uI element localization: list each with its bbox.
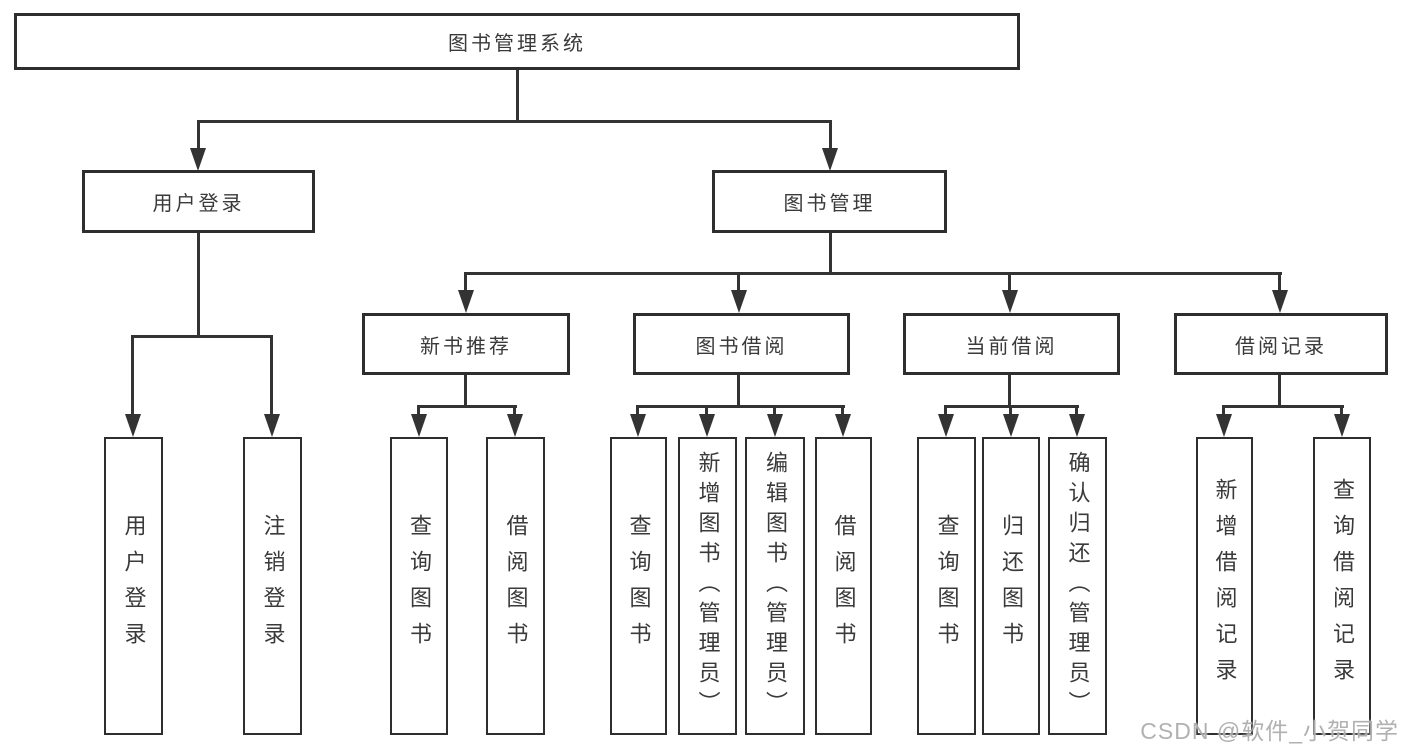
arrowhead-down-icon bbox=[1003, 414, 1019, 437]
arrowhead-down-icon bbox=[125, 414, 141, 437]
arrowhead-down-icon bbox=[699, 414, 715, 437]
node-label: 图书管理 bbox=[783, 193, 876, 215]
leaf-label: 查询图书 bbox=[626, 514, 652, 658]
arrowhead-down-icon bbox=[835, 414, 851, 437]
connector-line bbox=[1222, 405, 1225, 417]
leaf-label: 注销登录 bbox=[260, 514, 286, 658]
leaf-label: 用户登录 bbox=[121, 514, 147, 658]
node-user-login: 用户登录 bbox=[82, 170, 315, 233]
leaf-return-books: 归还图书 bbox=[982, 437, 1040, 735]
leaf-borrow-books-borrowing: 借阅图书 bbox=[815, 437, 872, 735]
connector-line bbox=[1008, 375, 1011, 407]
connector-line bbox=[1340, 405, 1343, 417]
node-label: 图书管理系统 bbox=[448, 33, 586, 55]
arrowhead-down-icon bbox=[1216, 414, 1232, 437]
arrowhead-down-icon bbox=[507, 414, 523, 437]
node-book-management: 图书管理 bbox=[712, 170, 947, 233]
leaf-user-login: 用户登录 bbox=[104, 437, 163, 735]
node-label: 用户登录 bbox=[152, 193, 245, 215]
connector-line bbox=[417, 405, 517, 408]
connector-line bbox=[737, 375, 740, 407]
connector-line bbox=[1008, 272, 1011, 293]
arrowhead-down-icon bbox=[630, 414, 646, 437]
leaf-add-books-admin: 新增图书（管理员） bbox=[678, 437, 737, 735]
leaf-label: 新增借阅记录 bbox=[1212, 478, 1238, 694]
connector-line bbox=[513, 405, 516, 417]
connector-line bbox=[464, 272, 1282, 275]
arrowhead-down-icon bbox=[264, 414, 280, 437]
leaf-logout: 注销登录 bbox=[243, 437, 302, 735]
arrowhead-down-icon bbox=[1069, 414, 1085, 437]
connector-line bbox=[131, 335, 134, 418]
connector-line bbox=[516, 70, 519, 122]
connector-line bbox=[197, 120, 832, 123]
arrowhead-down-icon bbox=[822, 148, 838, 171]
connector-line bbox=[705, 405, 708, 417]
leaf-label: 新增图书（管理员） bbox=[695, 451, 721, 721]
node-root: 图书管理系统 bbox=[14, 13, 1020, 70]
connector-line bbox=[1278, 375, 1281, 407]
arrowhead-down-icon bbox=[1272, 290, 1288, 313]
leaf-label: 借阅图书 bbox=[831, 514, 857, 658]
leaf-confirm-return-admin: 确认归还（管理员） bbox=[1048, 437, 1107, 735]
node-book-borrowing: 图书借阅 bbox=[633, 313, 850, 375]
leaf-borrow-books-recommend: 借阅图书 bbox=[486, 437, 545, 735]
connector-line bbox=[197, 233, 200, 338]
connector-line bbox=[270, 335, 273, 418]
node-current-borrowing: 当前借阅 bbox=[903, 313, 1120, 375]
connector-line bbox=[1009, 405, 1012, 417]
arrowhead-down-icon bbox=[190, 148, 206, 171]
leaf-edit-books-admin: 编辑图书（管理员） bbox=[745, 437, 805, 735]
leaf-label: 归还图书 bbox=[999, 514, 1024, 658]
node-label: 新书推荐 bbox=[420, 335, 512, 358]
leaf-query-books-current: 查询图书 bbox=[917, 437, 976, 735]
arrowhead-down-icon bbox=[1002, 290, 1018, 313]
leaf-label: 查询图书 bbox=[407, 514, 432, 658]
leaf-label: 编辑图书（管理员） bbox=[763, 451, 788, 721]
leaf-query-books-borrowing: 查询图书 bbox=[610, 437, 667, 735]
leaf-label: 确认归还（管理员） bbox=[1065, 451, 1091, 721]
connector-line bbox=[636, 405, 639, 417]
leaf-label: 查询借阅记录 bbox=[1330, 478, 1355, 694]
node-label: 借阅记录 bbox=[1235, 335, 1327, 358]
connector-line bbox=[197, 120, 200, 151]
leaf-add-borrow-record: 新增借阅记录 bbox=[1196, 437, 1253, 735]
leaf-label: 查询图书 bbox=[934, 514, 960, 658]
connector-line bbox=[773, 405, 776, 417]
connector-line bbox=[1075, 405, 1078, 417]
arrowhead-down-icon bbox=[1334, 414, 1350, 437]
connector-line bbox=[944, 405, 947, 417]
connector-line bbox=[417, 405, 420, 417]
connector-line bbox=[1278, 272, 1281, 293]
node-label: 当前借阅 bbox=[965, 335, 1058, 358]
node-borrowing-records: 借阅记录 bbox=[1174, 313, 1388, 375]
arrowhead-down-icon bbox=[767, 414, 783, 437]
connector-line bbox=[841, 405, 844, 417]
leaf-label: 借阅图书 bbox=[503, 514, 529, 658]
connector-line bbox=[464, 375, 467, 407]
arrowhead-down-icon bbox=[938, 414, 954, 437]
connector-line bbox=[829, 233, 832, 275]
connector-line bbox=[737, 272, 740, 293]
arrowhead-down-icon bbox=[458, 290, 474, 313]
leaf-query-books-recommend: 查询图书 bbox=[390, 437, 448, 735]
connector-line bbox=[636, 405, 845, 408]
arrowhead-down-icon bbox=[731, 290, 747, 313]
leaf-query-borrow-record: 查询借阅记录 bbox=[1313, 437, 1371, 735]
connector-line bbox=[464, 272, 467, 293]
connector-line bbox=[829, 120, 832, 151]
connector-line bbox=[131, 335, 273, 338]
node-new-book-recommend: 新书推荐 bbox=[362, 313, 570, 375]
connector-line bbox=[1222, 405, 1344, 408]
node-label: 图书借阅 bbox=[695, 335, 788, 358]
arrowhead-down-icon bbox=[411, 414, 427, 437]
